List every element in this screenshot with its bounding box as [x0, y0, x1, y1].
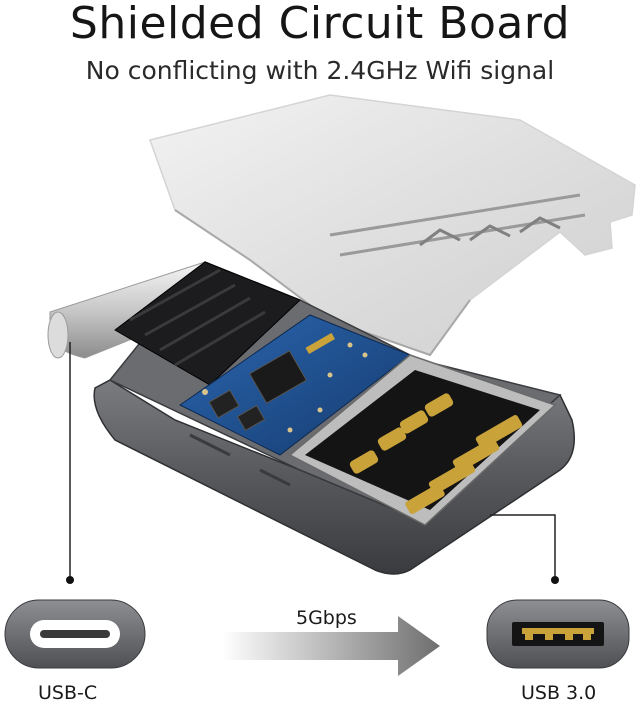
transfer-arrow-icon	[222, 616, 440, 676]
transparent-lid	[149, 94, 636, 357]
usb-a-receptacle	[288, 354, 557, 526]
speed-label: 5Gbps	[296, 607, 357, 629]
usb-c-port-icon	[4, 599, 146, 669]
usb-a-port-icon	[486, 599, 630, 669]
headline-subtitle: No conflicting with 2.4GHz Wifi signal	[85, 56, 555, 85]
circuit-board	[179, 314, 412, 456]
headline-title: Shielded Circuit Board	[69, 0, 571, 49]
usb-3-label: USB 3.0	[521, 682, 597, 704]
usb-c-label: USB-C	[38, 682, 98, 704]
leader-lines	[66, 342, 559, 584]
plug-collar	[114, 261, 301, 386]
